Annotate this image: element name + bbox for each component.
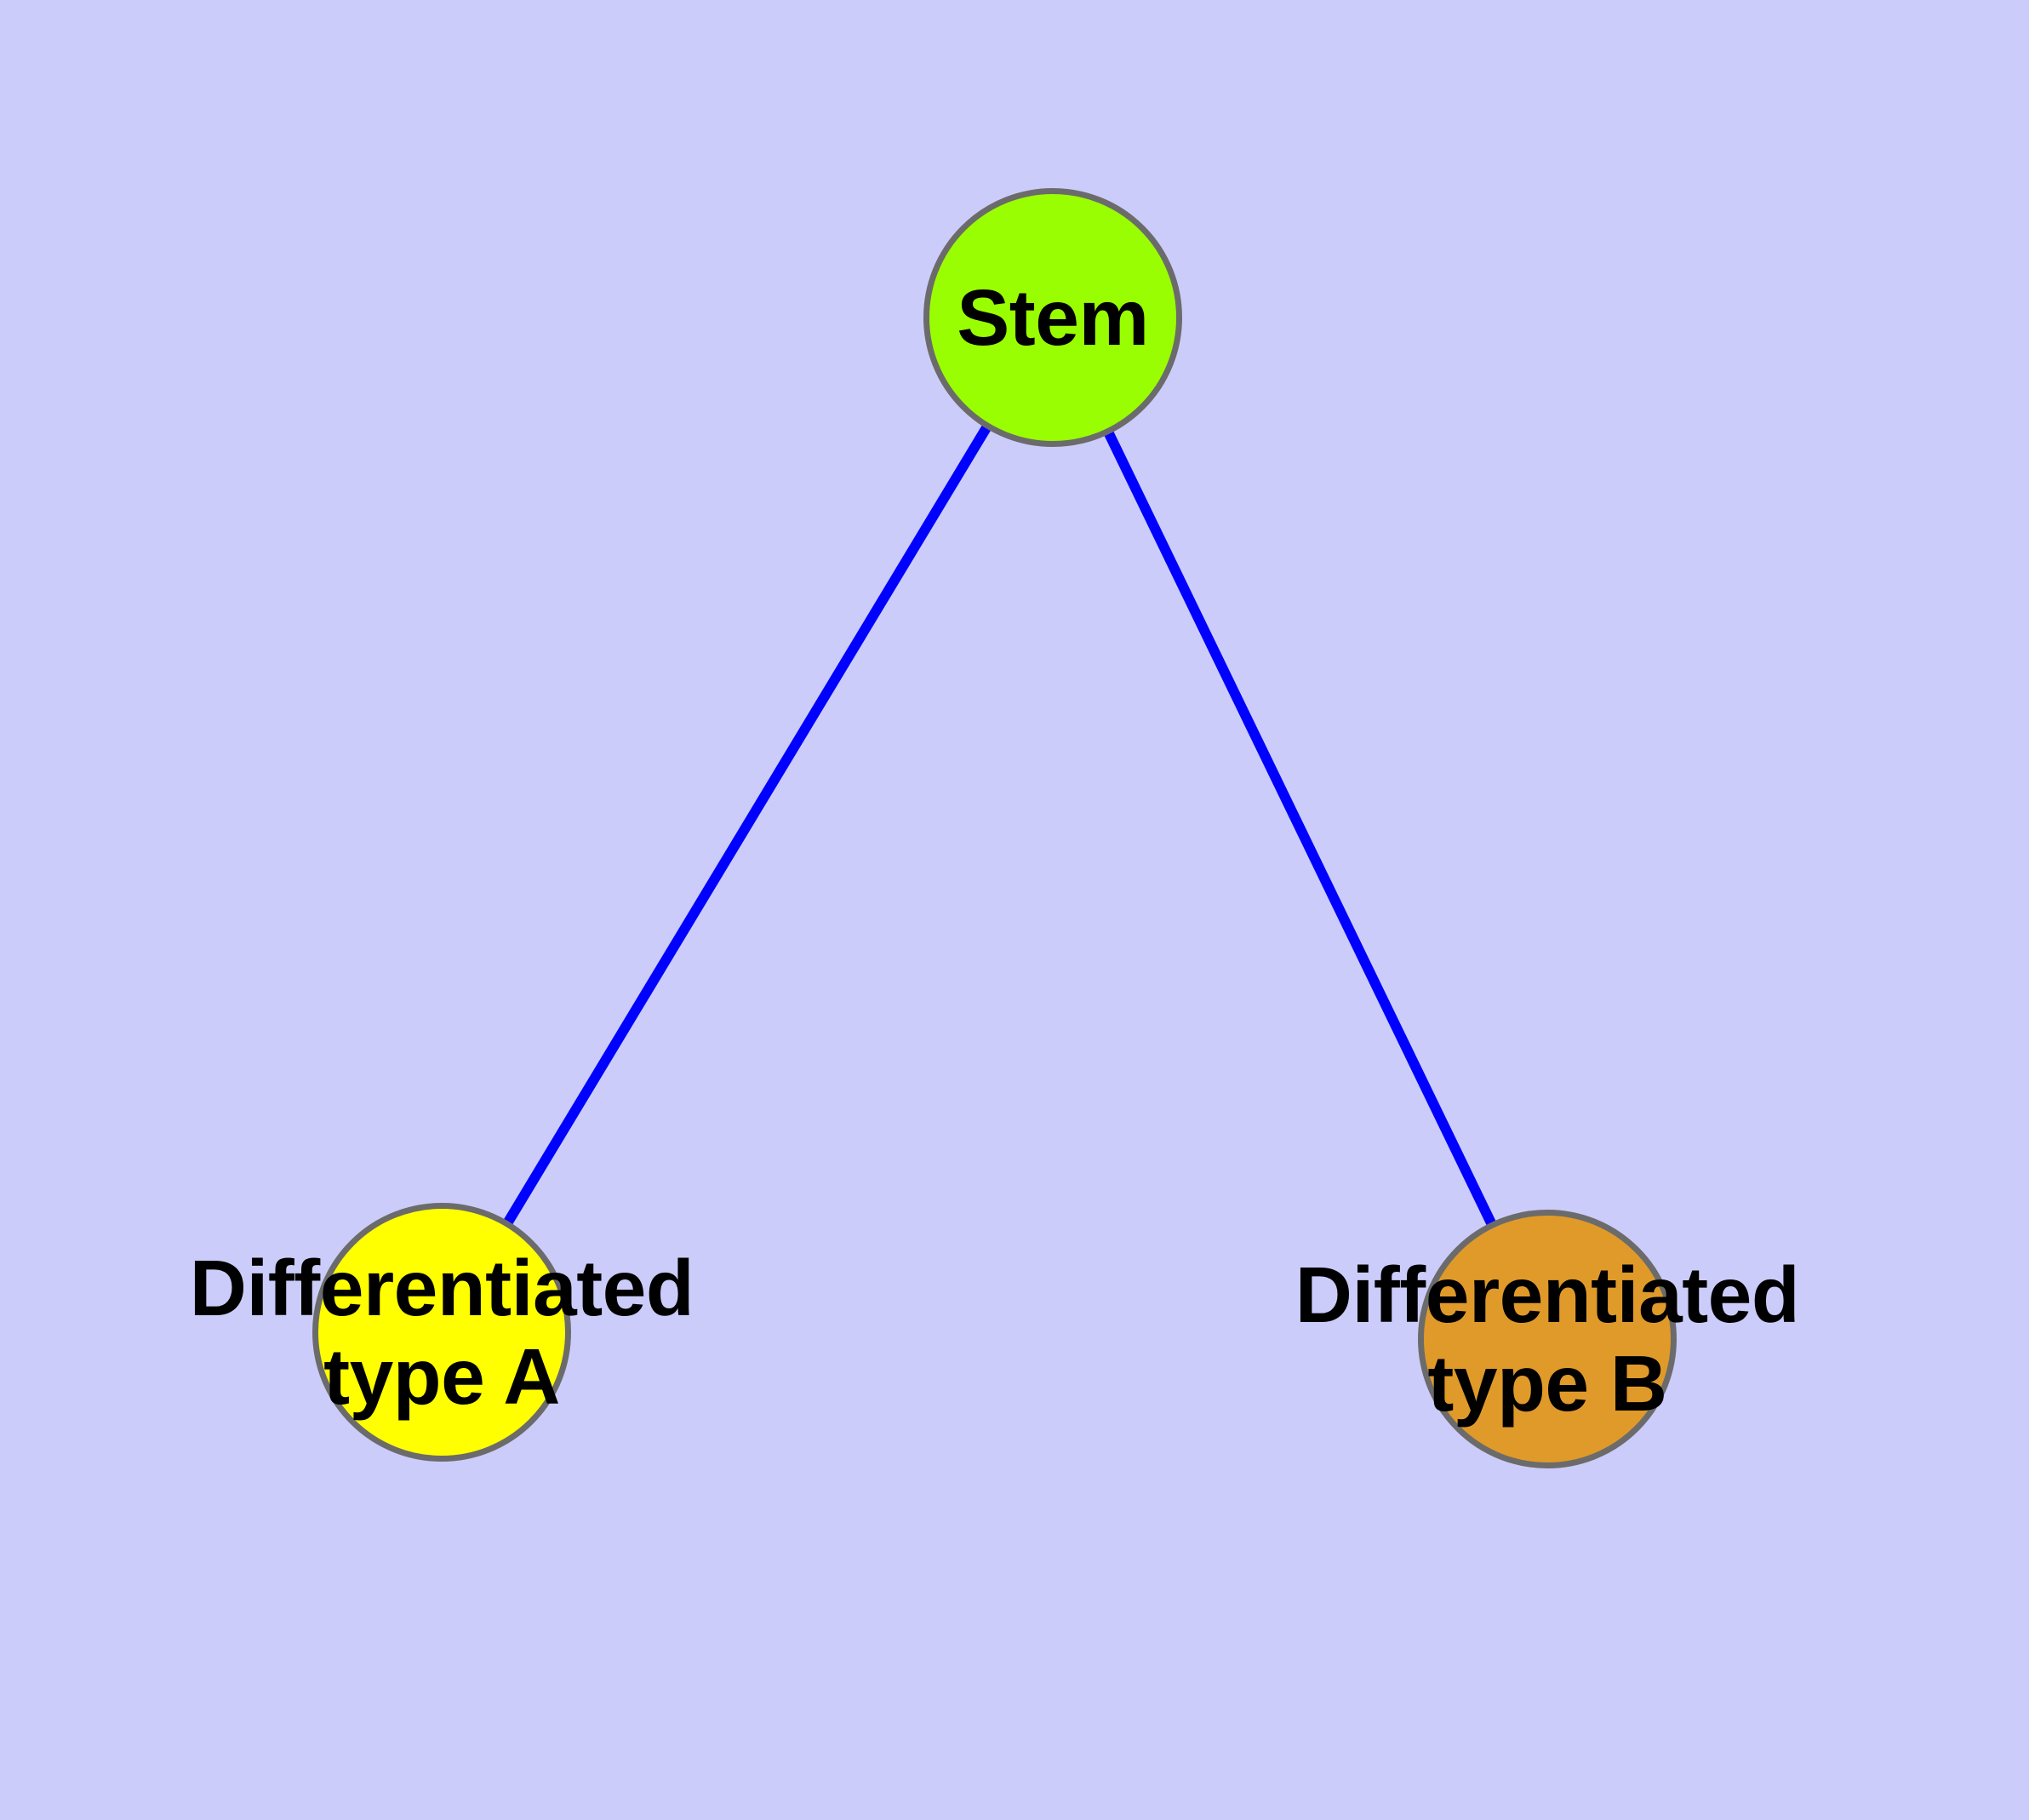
node-differentiated-type-b[interactable] [1418, 1210, 1677, 1468]
edge-stem-to-differentiated-type-a [437, 314, 1058, 1336]
edge-stem-to-differentiated-type-b [1048, 315, 1552, 1342]
node-differentiated-type-a-label: Differentiated type A [189, 1243, 694, 1421]
node-stem-label: Stem [957, 272, 1149, 362]
node-stem[interactable] [923, 188, 1182, 447]
node-differentiated-type-b-label: Differentiated type B [1295, 1250, 1800, 1428]
node-differentiated-type-a[interactable] [312, 1203, 571, 1462]
